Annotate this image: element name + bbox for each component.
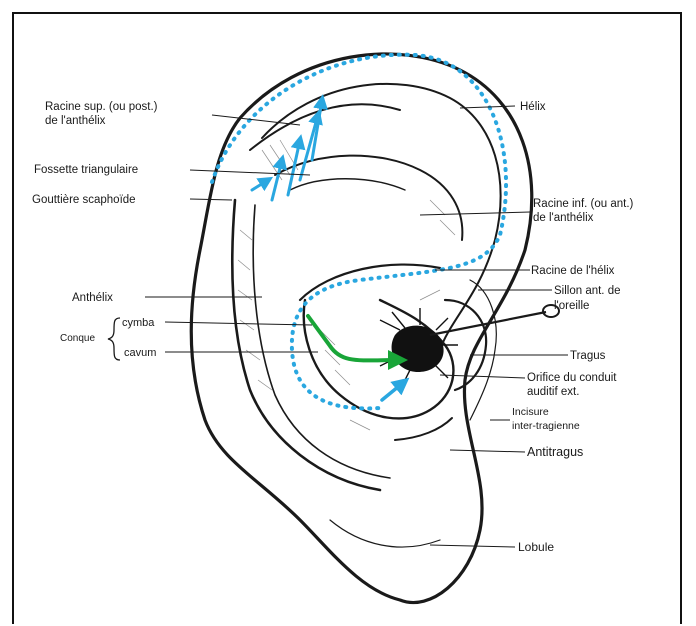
label-racine-inf-line2: de l'anthélix [533, 212, 594, 224]
label-orifice-line1: Orifice du conduit [527, 372, 617, 384]
label-racine-helix: Racine de l'hélix [531, 265, 615, 277]
label-fossette: Fossette triangulaire [34, 164, 138, 176]
label-sillon-line1: Sillon ant. de [554, 285, 621, 297]
label-helix: Hélix [520, 101, 546, 113]
label-cymba: cymba [122, 317, 155, 329]
label-anthelix: Anthélix [72, 292, 113, 304]
label-conque: Conque [60, 333, 95, 344]
label-antitragus: Antitragus [527, 445, 583, 459]
label-racine-sup-line2: de l'anthélix [45, 115, 106, 127]
ear-outline [191, 54, 532, 603]
label-tragus: Tragus [570, 350, 606, 362]
label-gouttiere: Gouttière scaphoïde [32, 194, 136, 206]
label-orifice-line2: auditif ext. [527, 386, 579, 398]
conque-brace [108, 318, 120, 360]
label-incisure-line1: Incisure [512, 406, 549, 418]
label-lobule: Lobule [518, 540, 554, 554]
label-racine-inf-line1: Racine inf. (ou ant.) [533, 198, 634, 210]
leader-lines [145, 106, 568, 547]
probe [430, 305, 559, 335]
ear-shading [238, 140, 455, 430]
label-incisure-line2: inter-tragienne [512, 420, 580, 432]
label-cavum: cavum [124, 347, 156, 359]
label-sillon-line2: l'oreille [554, 300, 589, 312]
label-racine-sup-line1: Racine sup. (ou post.) [45, 101, 158, 113]
labels-left: Racine sup. (ou post.) de l'anthélix Fos… [32, 101, 158, 359]
blue-arrow-orifice [382, 382, 404, 400]
